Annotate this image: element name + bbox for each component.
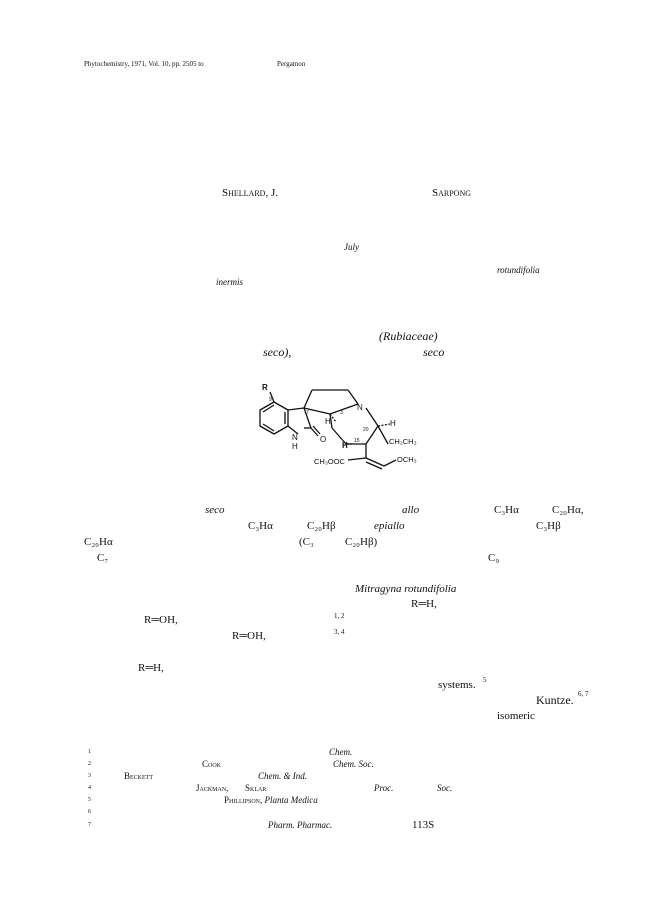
footnote-number: 2 [88, 761, 91, 767]
footnote-5-journal: Planta Medica [264, 795, 318, 805]
footnote-4-journal-a: Proc. [374, 783, 394, 793]
body-epiallo: epiallo [374, 520, 405, 532]
h15-label: H [342, 441, 348, 450]
footnote-3-journal: Chem. & Ind. [258, 771, 307, 781]
body-c20h-beta-2: C₂₀Hβ) [345, 536, 378, 548]
footnote-7-page: 113S [412, 819, 435, 831]
body-c7: C₇ [97, 552, 109, 564]
footnote-number: 1 [88, 749, 91, 755]
position-15-label: 15 [354, 438, 360, 444]
footnote-4-journal-b: Soc. [437, 783, 453, 793]
body-isomeric: isomeric [497, 710, 535, 722]
footnote-5-author: Phillipson, [224, 795, 263, 805]
footnote-7-journal: Pharm. Pharmac. [268, 820, 333, 830]
footnote-number: 3 [88, 773, 91, 779]
abstract-species-rotundifolia: rotundifolia [497, 265, 540, 275]
oxindole-alkaloid-structure: R 9 7 3 20 15 N N H O H H H CH₂CH₃ CH₃OO… [259, 383, 417, 470]
footnote-3-author: Beckett [124, 771, 153, 781]
footnote-number: 6 [88, 809, 91, 815]
body-c3h-beta: C₃Hβ [536, 520, 561, 532]
body-c3h-alpha-1: C₃Hα [494, 504, 519, 516]
intro-seco: seco [423, 345, 445, 359]
author-sarpong: Sarpong [432, 187, 472, 199]
body-c20h-alpha-2: C₂₀Hα [84, 536, 113, 548]
ref-1-2: 1, 2 [334, 612, 345, 620]
body-kuntze: Kuntze. [536, 693, 574, 707]
body-r-h-1: R═H, [411, 598, 437, 610]
body-c3h-alpha-2: C₃Hα [248, 520, 273, 532]
ref-6-7: 6, 7 [578, 690, 589, 698]
ref-3-4: 3, 4 [334, 628, 345, 636]
footnote-2-author: Cook [202, 759, 222, 769]
body-systems: systems. [438, 679, 476, 691]
nitrogen-n1-label: N [292, 433, 298, 442]
footnote-2-journal: Chem. Soc. [333, 759, 374, 769]
body-seco: seco [205, 504, 225, 516]
footnote-4-author-b: Sklar [245, 783, 267, 793]
ref-5: 5 [483, 676, 487, 684]
footnote-number: 4 [88, 785, 91, 791]
r-group-label: R [262, 383, 268, 392]
position-20-label: 20 [363, 427, 369, 433]
body-c3-paren: (C₃ [299, 536, 314, 548]
plant-family: (Rubiaceae) [379, 329, 438, 343]
body-c20h-alpha-1: C₂₀Hα, [552, 504, 584, 516]
footnote-number: 7 [88, 822, 91, 828]
body-r-oh-2: R═OH, [232, 630, 266, 642]
methoxy-label: OCH₃ [397, 455, 417, 464]
footnote-1-journal: Chem. [329, 747, 353, 757]
position-9-label: 9 [269, 397, 272, 403]
ester-label: CH₃OOC [314, 457, 346, 466]
footnote-5-citation: Phillipson, Planta Medica [224, 796, 318, 805]
body-r-h-2: R═H, [138, 662, 164, 674]
author-shellard: Shellard, J. [222, 187, 278, 199]
publisher-name: Pergamon [277, 60, 306, 68]
body-mitragyna-rotundifolia: Mitragyna rotundifolia [355, 583, 457, 595]
position-7-label: 7 [306, 410, 309, 416]
nitrogen-h-label: H [292, 442, 298, 451]
body-allo: allo [402, 504, 420, 516]
body-r-oh-1: R═OH, [144, 614, 178, 626]
abstract-species-inermis: inermis [216, 277, 243, 287]
ethyl-label: CH₂CH₃ [389, 437, 417, 446]
nitrogen-n4-label: N [357, 403, 363, 412]
body-c9: C₉ [488, 552, 500, 564]
body-c20h-beta-1: C₂₀Hβ [307, 520, 336, 532]
position-3-label: 3 [340, 410, 343, 416]
received-month: July [344, 242, 359, 252]
journal-citation: Phytochemistry, 1971, Vol. 10, pp. 2505 … [84, 60, 204, 68]
footnote-number: 5 [88, 797, 91, 803]
h20-label: H [390, 419, 396, 428]
carbonyl-oxygen-label: O [320, 435, 326, 444]
intro-seco-paren: seco), [263, 345, 292, 359]
h3-label: H [325, 417, 331, 426]
footnote-4-author-a: Jackman, [196, 783, 229, 793]
